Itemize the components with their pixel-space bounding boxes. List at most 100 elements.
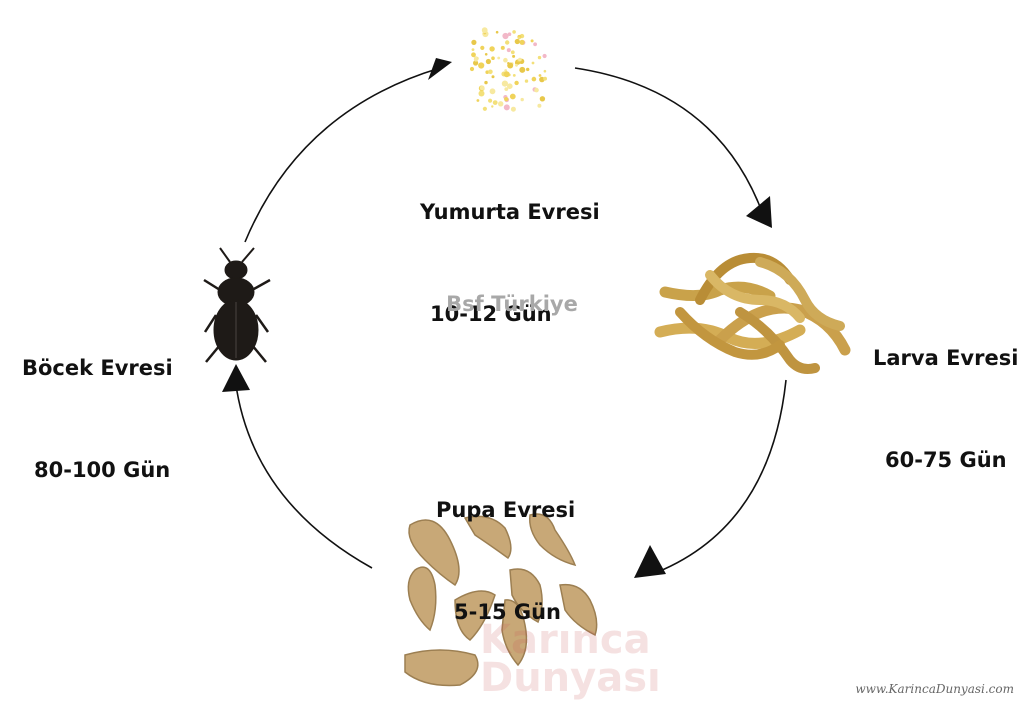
stage-label-yumurta: Yumurta Evresi 10-12 Gün: [420, 127, 600, 399]
egg: [491, 105, 494, 108]
egg: [474, 56, 478, 60]
egg: [534, 87, 539, 93]
beetle-image: [203, 247, 271, 363]
stage-duration-pupa: 5-15 Gün: [454, 600, 561, 624]
egg: [491, 56, 495, 60]
egg: [510, 50, 515, 55]
egg: [517, 36, 521, 40]
egg: [492, 100, 498, 105]
stage-name-larva: Larva Evresi: [873, 346, 1019, 370]
egg: [471, 39, 477, 46]
egg: [495, 30, 499, 34]
stage-label-larva: Larva Evresi 60-75 Gün: [873, 273, 1018, 545]
stage-name-yumurta: Yumurta Evresi: [420, 200, 600, 224]
egg: [543, 69, 547, 73]
egg: [520, 97, 524, 102]
pupae-image: [404, 513, 598, 687]
egg: [480, 45, 485, 51]
egg: [488, 98, 493, 103]
egg: [491, 75, 495, 79]
egg: [512, 74, 516, 77]
stage-duration-larva: 60-75 Gün: [885, 448, 1007, 472]
egg: [489, 88, 496, 95]
egg: [498, 101, 504, 107]
watermark-line2: Dunyası: [480, 655, 661, 701]
arrow-heads: [222, 58, 772, 578]
egg: [497, 56, 501, 60]
egg: [504, 87, 509, 91]
egg: [469, 66, 475, 72]
egg: [482, 106, 487, 111]
watermark-line1: Karınca: [480, 617, 651, 663]
egg: [504, 97, 509, 102]
egg: [507, 62, 514, 69]
egg: [503, 57, 508, 63]
egg: [539, 96, 546, 102]
egg: [485, 58, 491, 65]
egg: [481, 27, 488, 34]
egg: [471, 52, 476, 58]
egg: [504, 69, 508, 72]
arrowhead-larva: [746, 196, 772, 228]
egg: [526, 67, 530, 72]
stage-duration-yumurta: 10-12 Gün: [430, 302, 552, 326]
egg: [478, 90, 485, 97]
egg: [533, 42, 537, 47]
arrowhead-bocek: [222, 364, 250, 392]
egg: [510, 106, 516, 112]
arrow-pupa-to-bocek: [234, 377, 373, 569]
larvae-image: [654, 252, 851, 374]
egg: [512, 30, 516, 34]
eggs-image: [469, 27, 547, 112]
arrow-yumurta-to-larva: [574, 67, 766, 221]
egg: [512, 54, 516, 58]
egg: [489, 46, 495, 52]
egg: [506, 48, 511, 53]
stage-name-bocek: Böcek Evresi: [22, 356, 173, 380]
egg: [479, 85, 485, 91]
egg: [500, 45, 505, 50]
stage-duration-bocek: 80-100 Gün: [34, 458, 171, 482]
egg: [537, 103, 542, 108]
egg: [509, 93, 516, 100]
egg: [507, 83, 513, 89]
arrowhead-pupa: [634, 545, 666, 578]
stage-label-bocek: Böcek Evresi 80-100 Gün: [22, 283, 173, 555]
egg: [531, 61, 535, 65]
stage-name-pupa: Pupa Evresi: [436, 498, 576, 522]
egg: [543, 76, 547, 81]
stage-label-pupa: Pupa Evresi 5-15 Gün: [436, 425, 575, 697]
egg: [488, 69, 493, 75]
egg: [478, 62, 485, 69]
egg: [514, 38, 520, 45]
center-title: Bsf Türkiye: [446, 292, 578, 316]
egg: [515, 63, 518, 67]
egg: [542, 53, 547, 59]
arrow-bocek-to-yumurta: [244, 67, 441, 243]
cycle-arrows: [234, 67, 787, 576]
egg: [501, 80, 508, 87]
arrowhead-yumurta: [428, 58, 452, 80]
egg: [503, 71, 510, 78]
egg: [473, 60, 479, 66]
egg: [484, 53, 488, 56]
egg: [476, 99, 480, 102]
egg: [537, 55, 542, 60]
egg: [519, 66, 526, 73]
egg: [507, 32, 512, 36]
egg: [485, 70, 490, 74]
egg: [530, 39, 534, 43]
egg: [538, 74, 542, 77]
egg: [531, 76, 537, 82]
egg: [524, 79, 529, 83]
egg: [503, 104, 510, 111]
egg: [514, 80, 519, 86]
egg: [505, 40, 510, 45]
arrow-larva-to-pupa: [649, 379, 787, 576]
website-credit: www.KarincaDunyasi.com: [855, 682, 1014, 696]
egg: [471, 48, 475, 51]
egg: [484, 80, 488, 85]
egg: [519, 39, 525, 45]
egg: [518, 57, 522, 62]
